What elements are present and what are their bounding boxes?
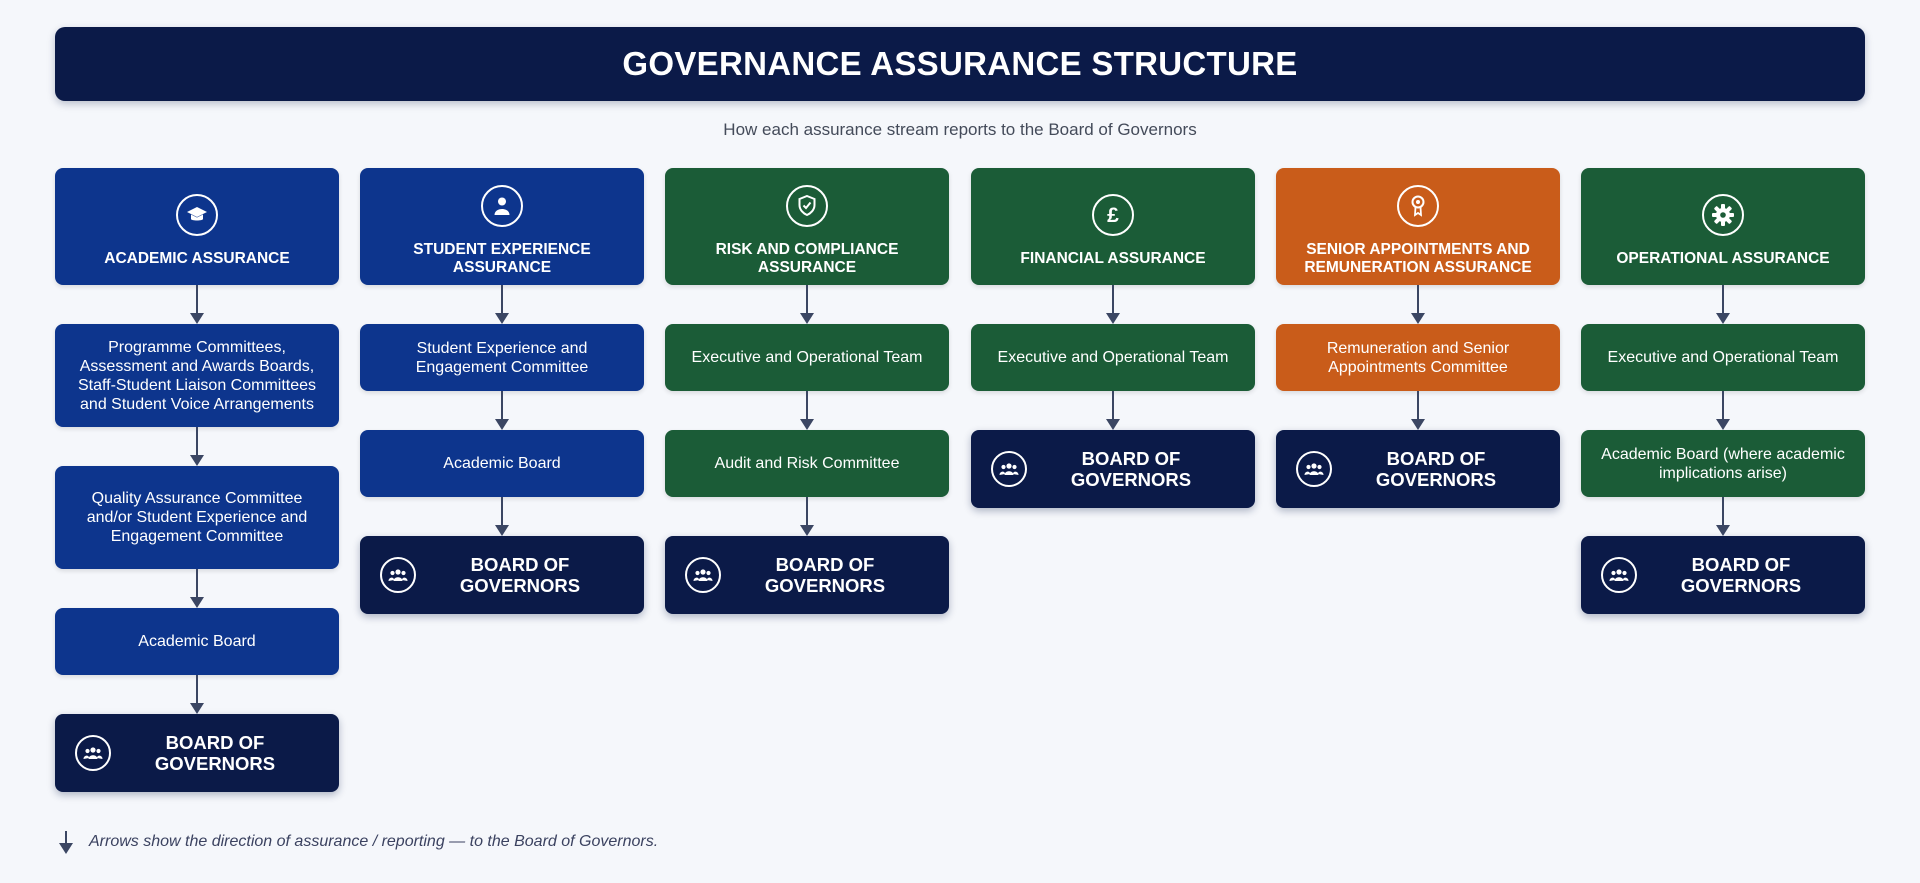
stream-title: ACADEMIC ASSURANCE bbox=[104, 249, 290, 267]
reporting-arrow bbox=[190, 427, 204, 466]
stream-header[interactable]: STUDENT EXPERIENCE ASSURANCE bbox=[360, 168, 644, 285]
column-financial-assurance: £ FINANCIAL ASSURANCE Executive and Oper… bbox=[971, 168, 1255, 508]
stream-header[interactable]: RISK AND COMPLIANCE ASSURANCE bbox=[665, 168, 949, 285]
stream-title: SENIOR APPOINTMENTS AND REMUNERATION ASS… bbox=[1304, 240, 1532, 276]
reporting-arrow bbox=[1411, 391, 1425, 430]
step-box[interactable]: Executive and Operational Team bbox=[665, 324, 949, 391]
reporting-arrow bbox=[495, 285, 509, 324]
reporting-arrow bbox=[1106, 391, 1120, 430]
step-box[interactable]: Executive and Operational Team bbox=[971, 324, 1255, 391]
reporting-arrow bbox=[190, 285, 204, 324]
reporting-arrow bbox=[495, 391, 509, 430]
stream-header[interactable]: £ FINANCIAL ASSURANCE bbox=[971, 168, 1255, 285]
reporting-arrow bbox=[190, 569, 204, 608]
board-of-governors-box[interactable]: BOARD OF GOVERNORS bbox=[360, 536, 644, 614]
board-label: BOARD OF GOVERNORS bbox=[1680, 554, 1802, 596]
legend-text: Arrows show the direction of assurance /… bbox=[89, 833, 659, 850]
reporting-arrow bbox=[1411, 285, 1425, 324]
stream-title: STUDENT EXPERIENCE ASSURANCE bbox=[413, 240, 591, 276]
reporting-arrow bbox=[1106, 285, 1120, 324]
board-of-governors-box[interactable]: BOARD OF GOVERNORS bbox=[1276, 430, 1560, 508]
column-academic-assurance: ACADEMIC ASSURANCE Programme Committees,… bbox=[55, 168, 339, 792]
stream-header[interactable]: ACADEMIC ASSURANCE bbox=[55, 168, 339, 285]
board-label: BOARD OF GOVERNORS bbox=[764, 554, 886, 596]
shield-check-icon bbox=[786, 184, 828, 227]
stream-header[interactable]: OPERATIONAL ASSURANCE bbox=[1581, 168, 1865, 285]
board-label: BOARD OF GOVERNORS bbox=[1375, 448, 1497, 490]
step-box[interactable]: Student Experience and Engagement Commit… bbox=[360, 324, 644, 391]
reporting-arrow bbox=[190, 675, 204, 714]
stream-header[interactable]: SENIOR APPOINTMENTS AND REMUNERATION ASS… bbox=[1276, 168, 1560, 285]
stream-title: RISK AND COMPLIANCE ASSURANCE bbox=[715, 240, 899, 276]
svg-text:£: £ bbox=[1107, 204, 1119, 226]
step-box[interactable]: Executive and Operational Team bbox=[1581, 324, 1865, 391]
legend-arrow-icon bbox=[59, 830, 73, 854]
board-of-governors-box[interactable]: BOARD OF GOVERNORS bbox=[665, 536, 949, 614]
step-box[interactable]: Academic Board (where academic implicati… bbox=[1581, 430, 1865, 497]
step-box[interactable]: Academic Board bbox=[55, 608, 339, 675]
people-group-icon bbox=[1296, 451, 1332, 487]
step-box[interactable]: Academic Board bbox=[360, 430, 644, 497]
board-label: BOARD OF GOVERNORS bbox=[459, 554, 581, 596]
people-group-icon bbox=[685, 557, 721, 593]
board-of-governors-box[interactable]: BOARD OF GOVERNORS bbox=[55, 714, 339, 792]
board-of-governors-box[interactable]: BOARD OF GOVERNORS bbox=[1581, 536, 1865, 614]
pound-icon: £ bbox=[1092, 193, 1134, 236]
reporting-arrow bbox=[1716, 497, 1730, 536]
step-box[interactable]: Programme Committees, Assessment and Awa… bbox=[55, 324, 339, 427]
reporting-arrow bbox=[800, 391, 814, 430]
graduation-cap-icon bbox=[176, 193, 218, 236]
column-student-experience-assurance: STUDENT EXPERIENCE ASSURANCE Student Exp… bbox=[360, 168, 644, 614]
people-group-icon bbox=[1601, 557, 1637, 593]
stream-title: FINANCIAL ASSURANCE bbox=[1020, 249, 1206, 267]
board-of-governors-box[interactable]: BOARD OF GOVERNORS bbox=[971, 430, 1255, 508]
column-senior-appointments-assurance: SENIOR APPOINTMENTS AND REMUNERATION ASS… bbox=[1276, 168, 1560, 508]
board-label: BOARD OF GOVERNORS bbox=[154, 732, 276, 774]
award-medal-icon bbox=[1397, 184, 1439, 227]
people-group-icon bbox=[380, 557, 416, 593]
people-group-icon bbox=[75, 735, 111, 771]
reporting-arrow bbox=[800, 497, 814, 536]
people-group-icon bbox=[991, 451, 1027, 487]
step-box[interactable]: Remuneration and Senior Appointments Com… bbox=[1276, 324, 1560, 391]
page-title: GOVERNANCE ASSURANCE STRUCTURE bbox=[622, 45, 1298, 82]
stream-title: OPERATIONAL ASSURANCE bbox=[1616, 249, 1830, 267]
page-subtitle: How each assurance stream reports to the… bbox=[723, 120, 1197, 139]
legend: Arrows show the direction of assurance /… bbox=[59, 830, 658, 854]
reporting-arrow bbox=[1716, 391, 1730, 430]
step-box[interactable]: Audit and Risk Committee bbox=[665, 430, 949, 497]
board-label: BOARD OF GOVERNORS bbox=[1070, 448, 1192, 490]
reporting-arrow bbox=[495, 497, 509, 536]
title-banner: GOVERNANCE ASSURANCE STRUCTURE bbox=[55, 27, 1865, 101]
column-operational-assurance: OPERATIONAL ASSURANCE Executive and Oper… bbox=[1581, 168, 1865, 614]
person-icon bbox=[481, 184, 523, 227]
gear-icon bbox=[1702, 193, 1744, 236]
step-box[interactable]: Quality Assurance Committee and/or Stude… bbox=[55, 466, 339, 569]
column-risk-and-compliance-assurance: RISK AND COMPLIANCE ASSURANCE Executive … bbox=[665, 168, 949, 614]
reporting-arrow bbox=[800, 285, 814, 324]
reporting-arrow bbox=[1716, 285, 1730, 324]
